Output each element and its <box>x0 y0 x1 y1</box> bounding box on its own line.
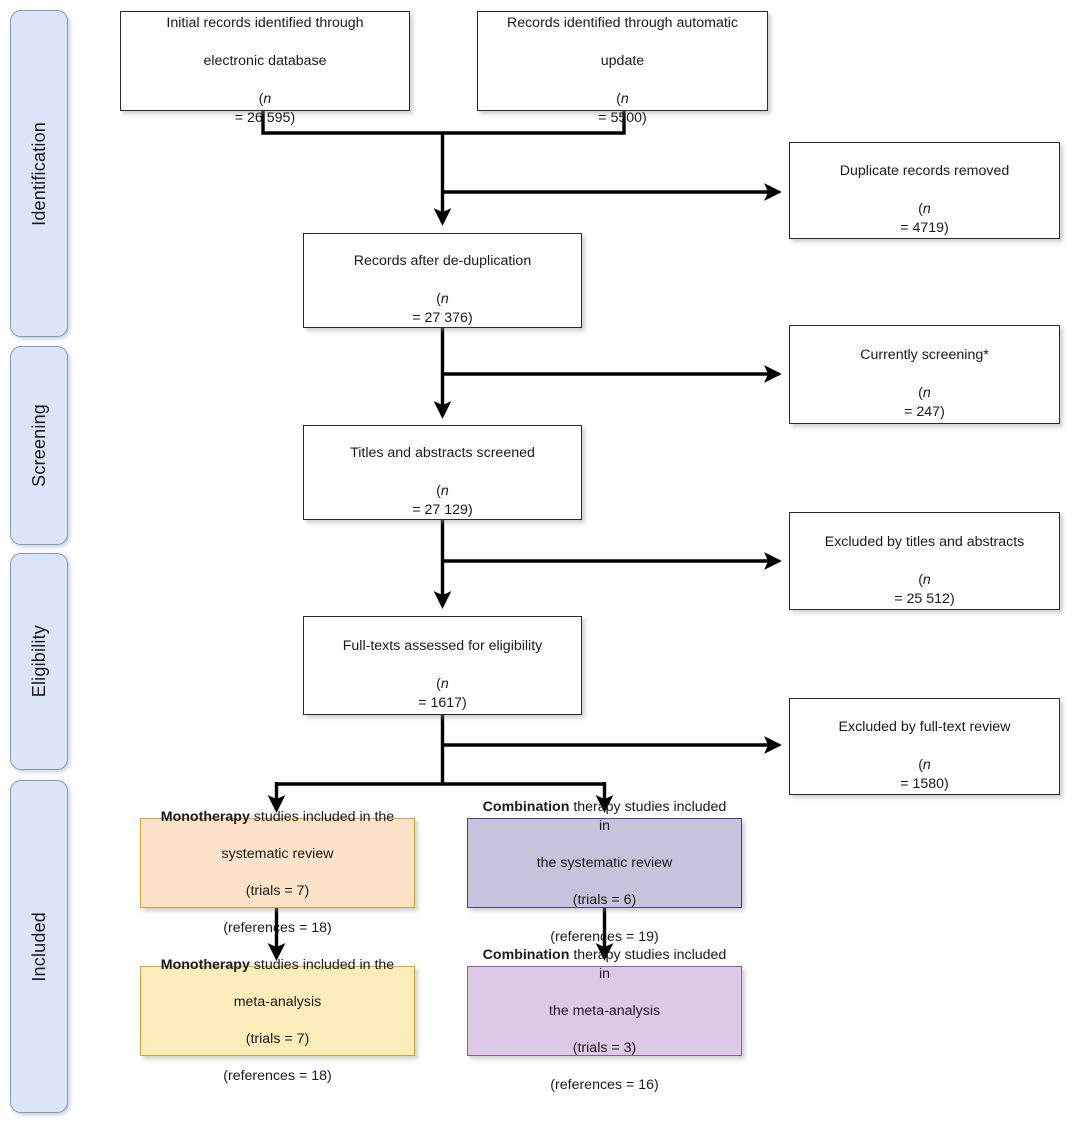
node-excluded-titles-abstracts-text: Excluded by titles and abstracts (n = 25… <box>824 533 1025 607</box>
stage-label-screening: Screening <box>28 404 49 487</box>
node-fulltexts-assessed: Full-texts assessed for eligibility (n =… <box>303 616 582 715</box>
node-excluded-fulltext-review: Excluded by full-text review (n = 1580) <box>789 698 1060 795</box>
stage-label-identification: Identification <box>28 121 49 226</box>
node-combination-systematic-review-text: Combination therapy studies included in … <box>482 799 727 945</box>
node-monotherapy-meta-analysis: Monotherapy studies included in the meta… <box>140 957 415 1084</box>
node-combination-systematic-review: Combination therapy studies included in … <box>467 799 742 945</box>
stage-eligibility: Eligibility <box>10 553 68 770</box>
node-fulltexts-assessed-text: Full-texts assessed for eligibility (n =… <box>342 638 543 711</box>
stage-screening: Screening <box>10 346 68 545</box>
stage-included: Included <box>10 780 68 1113</box>
node-monotherapy-systematic-review: Monotherapy studies included in the syst… <box>140 809 415 936</box>
node-excluded-fulltext-review-text: Excluded by full-text review (n = 1580) <box>838 719 1011 792</box>
node-monotherapy-systematic-review-text: Monotherapy studies included in the syst… <box>160 808 395 936</box>
node-excluded-titles-abstracts: Excluded by titles and abstracts (n = 25… <box>789 512 1060 610</box>
stage-label-eligibility: Eligibility <box>28 625 49 698</box>
node-titles-abstracts-screened-text: Titles and abstracts screened (n = 27 12… <box>350 445 535 518</box>
node-combination-meta-analysis: Combination therapy studies included in … <box>467 947 742 1093</box>
node-duplicate-records-removed-text: Duplicate records removed (n = 4719) <box>839 163 1010 236</box>
stage-label-included: Included <box>28 911 49 982</box>
node-combination-meta-analysis-text: Combination therapy studies included in … <box>482 947 727 1093</box>
node-initial-records-text: Initial records identified through elect… <box>166 14 364 126</box>
node-duplicate-records-removed: Duplicate records removed (n = 4719) <box>789 142 1060 239</box>
node-automatic-update: Records identified through automatic upd… <box>477 11 768 126</box>
node-automatic-update-text: Records identified through automatic upd… <box>506 14 739 126</box>
node-currently-screening-text: Currently screening* (n = 247) <box>860 347 989 420</box>
node-monotherapy-meta-analysis-text: Monotherapy studies included in the meta… <box>160 956 395 1084</box>
node-records-after-dedup-text: Records after de-duplication (n = 27 376… <box>353 253 532 326</box>
node-currently-screening: Currently screening* (n = 247) <box>789 325 1060 424</box>
node-titles-abstracts-screened: Titles and abstracts screened (n = 27 12… <box>303 425 582 520</box>
node-records-after-dedup: Records after de-duplication (n = 27 376… <box>303 233 582 328</box>
stage-identification: Identification <box>10 10 68 337</box>
node-initial-records: Initial records identified through elect… <box>120 11 410 126</box>
